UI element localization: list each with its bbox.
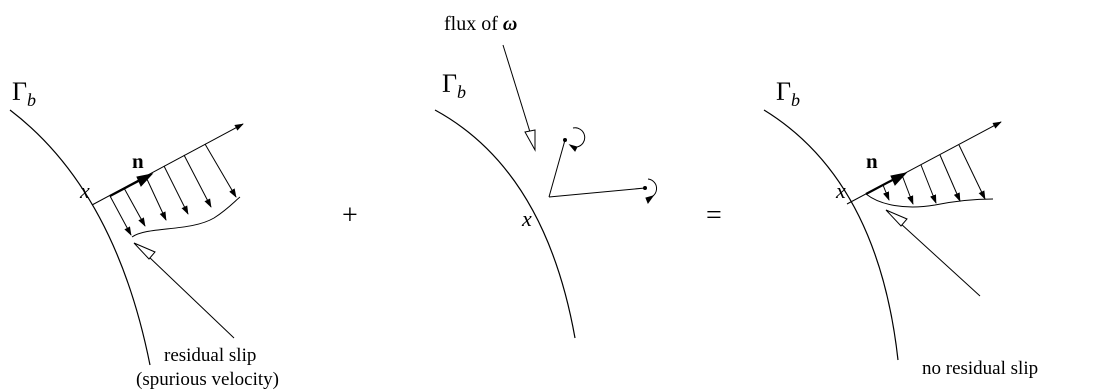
velocity-profile: [131, 196, 241, 238]
boundary-curve: [763, 109, 899, 361]
boundary-curve: [434, 109, 576, 339]
rotation-icon: [645, 178, 657, 205]
boundary-label: Γb: [776, 77, 800, 110]
flux-label: flux of ω: [444, 13, 517, 35]
annotation-line1: residual slip: [164, 345, 256, 366]
velocity-vector: [939, 154, 961, 202]
boundary-curve: [9, 109, 151, 366]
point-label: x: [79, 178, 90, 203]
residual-slip-pointer: [147, 255, 235, 339]
vorticity-vector: [548, 187, 646, 198]
velocity-vector: [901, 174, 914, 205]
normal-arrowhead: [136, 173, 154, 187]
velocity-vector: [920, 164, 937, 204]
normal-label: n: [866, 149, 878, 173]
velocity-vector: [145, 176, 167, 221]
velocity-vectors: [109, 143, 237, 236]
velocity-vector: [958, 144, 986, 200]
no-slip-pointer-head: [885, 209, 908, 227]
velocity-profile: [865, 193, 994, 208]
velocity-vector: [163, 165, 189, 215]
velocity-vector: [123, 187, 146, 227]
rotation-icon: [568, 127, 586, 152]
operator-plus: +: [342, 200, 358, 231]
velocity-vectors: [882, 144, 986, 205]
panel-residual-slip: Γb n x residual slip (spurious velocity): [9, 77, 279, 390]
boundary-label: Γb: [12, 77, 36, 110]
panel-vorticity-flux: Γb flux of ω x: [434, 13, 657, 339]
annotation-line2: (spurious velocity): [136, 369, 279, 390]
annotation-line1: no residual slip: [922, 358, 1038, 379]
no-slip-pointer: [899, 222, 981, 297]
panel-no-residual-slip: Γb n x no residual slip: [763, 77, 1038, 379]
vector-tip-dot: [563, 138, 567, 142]
flux-pointer-head: [524, 129, 536, 152]
boundary-label: Γb: [442, 69, 466, 102]
point-label: x: [521, 206, 532, 231]
flux-pointer: [502, 44, 531, 133]
velocity-vector: [109, 195, 132, 236]
velocity-vector: [183, 154, 212, 208]
velocity-vector: [204, 143, 237, 198]
vector-tip-dot: [643, 186, 647, 190]
residual-slip-pointer-head: [133, 242, 156, 260]
velocity-vector: [882, 184, 890, 201]
vorticity-vector: [548, 139, 566, 198]
normal-label: n: [132, 149, 144, 173]
operator-equals: =: [706, 200, 722, 231]
point-label: x: [835, 178, 846, 203]
